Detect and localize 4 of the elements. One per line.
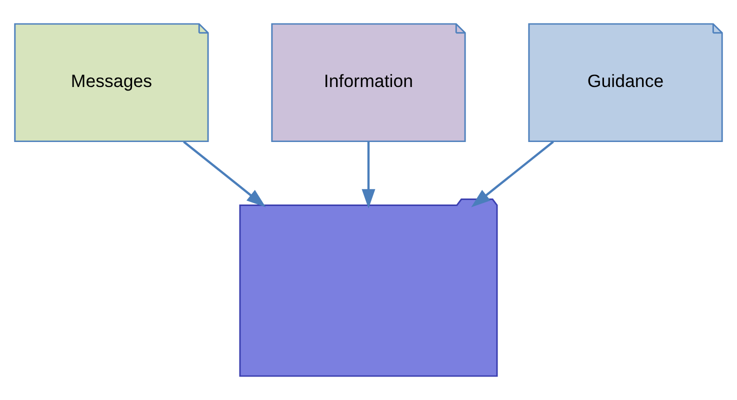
arrow [183, 140, 266, 208]
node-folder [239, 198, 498, 377]
arrow [471, 140, 554, 208]
arrow [362, 142, 376, 209]
